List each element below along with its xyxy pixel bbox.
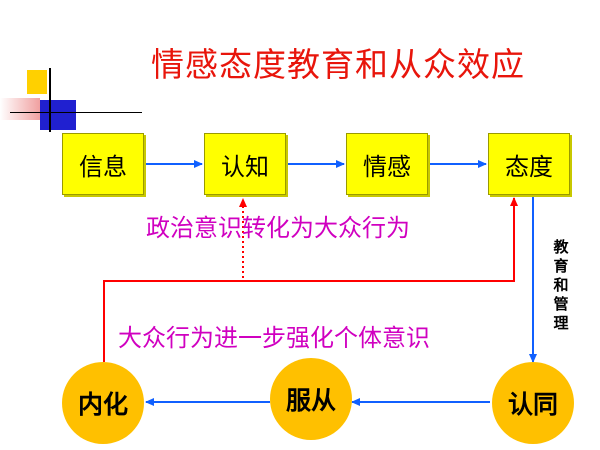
label-political-consciousness: 政治意识转化为大众行为 <box>146 214 410 242</box>
node-cognition: 认知 <box>204 133 286 195</box>
page-title: 情感态度教育和从众效应 <box>151 45 525 84</box>
label-mass-behavior: 大众行为进一步强化个体意识 <box>118 324 430 352</box>
node-info: 信息 <box>62 133 144 195</box>
node-attitude: 态度 <box>488 133 570 195</box>
node-emotion: 情感 <box>346 133 428 195</box>
node-obey: 服从 <box>270 358 352 440</box>
node-internalize: 内化 <box>62 362 144 444</box>
node-identify: 认同 <box>492 362 574 444</box>
label-education-management: 教育和管理 <box>553 238 569 332</box>
arrow-internalize-to-attitude <box>103 197 518 362</box>
